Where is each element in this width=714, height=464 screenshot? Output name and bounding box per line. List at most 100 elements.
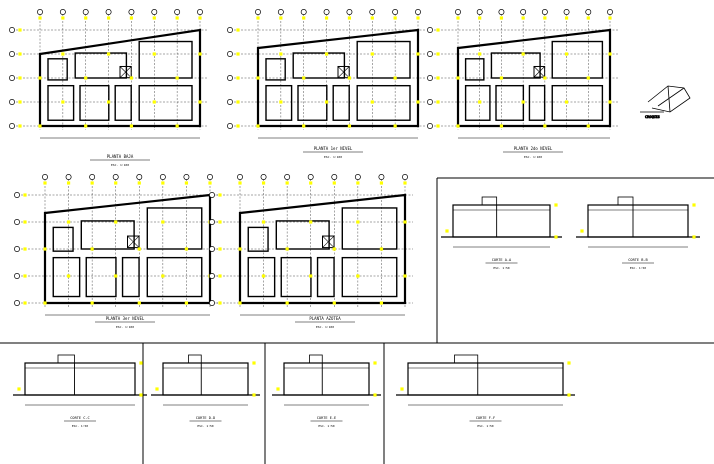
axis-marker [324, 16, 329, 20]
column-marker [114, 220, 118, 224]
grid-bubble-top [402, 174, 408, 180]
axis-marker [370, 16, 374, 20]
column-marker [84, 76, 88, 80]
axis-marker [521, 16, 525, 20]
grid-bubble-top [284, 174, 291, 180]
axis-marker [543, 16, 547, 20]
grid-bubble-top [563, 9, 570, 15]
level-marker [252, 393, 256, 397]
grid-bubble-left [14, 300, 20, 306]
axis-marker [238, 181, 242, 185]
grid-bubble-left [209, 300, 215, 306]
column-marker [521, 52, 525, 56]
axis-marker [236, 124, 240, 128]
roof-parapet [309, 354, 323, 364]
axis-marker [18, 76, 22, 80]
stair-core [127, 235, 140, 249]
grid-bubble-top [159, 174, 166, 180]
grid-bubble-left [9, 123, 15, 129]
axis-marker [309, 181, 313, 185]
column-marker [499, 124, 504, 128]
axis-marker [18, 100, 22, 104]
column-marker [279, 100, 283, 104]
section-scale-caption: ESC. 1:50 [477, 424, 493, 428]
level-marker [139, 361, 143, 365]
room [74, 52, 128, 79]
stair-core [322, 235, 335, 249]
axis-marker [218, 193, 222, 197]
axis-marker [256, 16, 260, 20]
column-marker [261, 220, 266, 224]
location-sketch: CROQUIS [640, 85, 691, 119]
grid-bubble-top [112, 174, 119, 180]
grid-bubble-top [331, 174, 338, 180]
column-marker [302, 76, 306, 80]
grid-bubble-top [607, 9, 613, 15]
grid-bubble-top [237, 174, 243, 180]
roof-parapet [454, 354, 479, 364]
axis-marker [198, 16, 202, 20]
column-marker [66, 274, 71, 278]
grid-bubble-top [82, 9, 89, 15]
axis-marker [84, 16, 88, 20]
column-marker [175, 124, 179, 128]
room [464, 58, 485, 81]
grid-bubble-top [346, 9, 353, 15]
room [316, 256, 335, 298]
grid-bubble-top [520, 9, 527, 15]
axis-marker [436, 52, 440, 56]
room [247, 256, 276, 298]
plan-title: PLANTA 2do NIVEL [514, 146, 553, 151]
grid-bubble-top [136, 174, 143, 180]
grid-bubble-left [209, 219, 215, 225]
section-outline [24, 362, 136, 396]
axis-marker [38, 16, 42, 20]
grid-bubble-left [427, 51, 433, 57]
section-title: CORTE F-F [476, 416, 495, 420]
column-marker [38, 76, 42, 80]
grid-bubble-top [260, 174, 267, 180]
axis-marker [403, 181, 407, 185]
room [490, 52, 541, 79]
room [52, 256, 81, 298]
grid-bubble-top [277, 9, 284, 15]
grid-bubble-top [105, 9, 112, 15]
level-marker [445, 229, 449, 233]
grid-bubble-left [14, 192, 20, 198]
grid-bubble-top [207, 174, 213, 180]
room [265, 84, 293, 121]
column-marker [43, 301, 47, 305]
axis-marker [23, 247, 27, 251]
axis-marker [218, 301, 222, 305]
column-marker [608, 100, 612, 104]
axis-marker [416, 16, 420, 20]
column-marker [370, 100, 374, 104]
location-sketch-label: CROQUIS [645, 115, 660, 119]
column-marker [256, 124, 260, 128]
axis-marker [218, 247, 222, 251]
grid-bubble-left [14, 219, 20, 225]
column-marker [285, 301, 289, 305]
section-scale-caption: ESC. 1:50 [197, 424, 213, 428]
room [146, 256, 203, 298]
room [138, 84, 193, 121]
axis-marker [184, 181, 189, 185]
column-marker [261, 274, 266, 278]
plan-scale-caption: ESC. 1:100 [116, 325, 134, 329]
grid-bubble-top [174, 9, 181, 15]
plan-scale-caption: ESC. 1:100 [316, 325, 334, 329]
column-marker [347, 76, 352, 80]
grid-bubble-left [14, 246, 20, 252]
column-marker [564, 52, 569, 56]
column-marker [416, 52, 420, 56]
column-marker [393, 76, 397, 80]
grid-bubble-left [227, 75, 233, 81]
column-marker [152, 52, 156, 56]
outer-wall [38, 28, 202, 128]
column-marker [586, 124, 590, 128]
grid-bubble-left [9, 51, 15, 57]
level-marker [155, 387, 159, 391]
room [341, 207, 398, 250]
